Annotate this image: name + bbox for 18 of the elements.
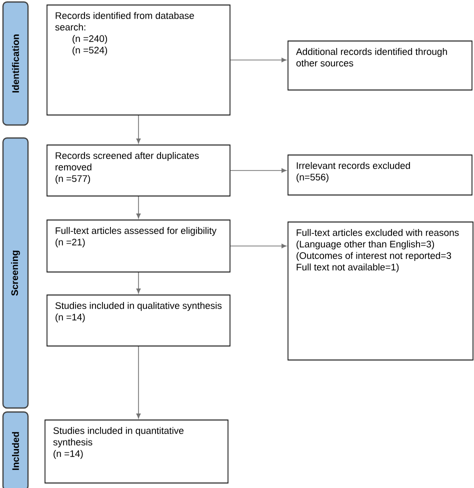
process-box: Records identified from database search: (n =240) (n =524) [46,4,230,116]
arrow [136,196,141,218]
process-box: Studies included in qualitative synthesis (n =14) [46,294,230,346]
process-box: Irrelevant records excluded (n=556) [288,154,472,196]
arrow [136,115,141,144]
arrow [230,58,286,62]
process-box: Full-text articles excluded with reasons (Language other than English=3) (Outcomes of interest not reported=3 Full text not available=1) [288,222,474,360]
process-box: Additional records identified through other sources [288,40,472,90]
arrow [136,346,141,418]
arrow [136,272,141,294]
arrow [230,244,286,248]
stage-band: Identification [2,1,29,126]
stage-band: Screening [2,137,29,409]
process-box: Full-text articles assessed for eligibility (n =21) [46,220,230,272]
arrow [230,168,286,173]
stage-band: Included [2,411,29,488]
process-box: Records screened after duplicates removed (n =577) [46,144,230,196]
process-box: Studies included in quantitative synthesis (n =14) [44,420,228,484]
